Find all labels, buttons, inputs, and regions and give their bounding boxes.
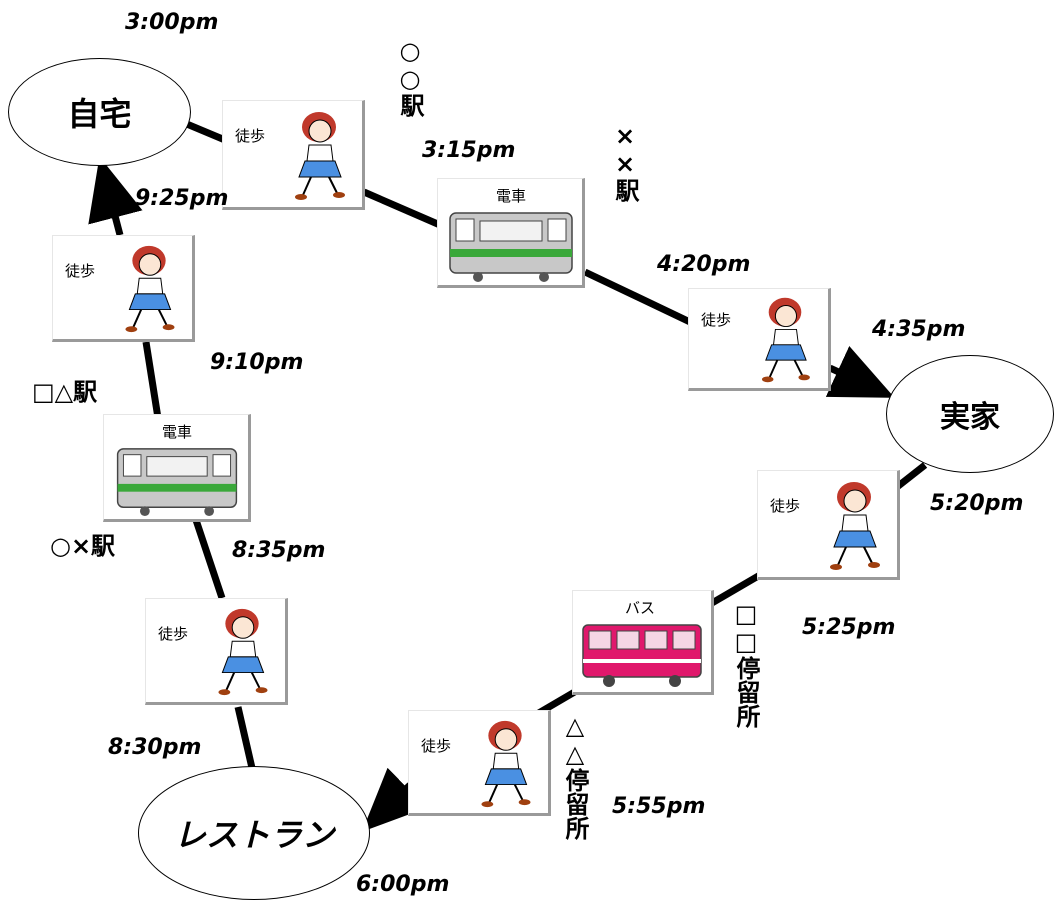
time-9-25pm: 9:25pm [135, 186, 229, 211]
walk-tile-label: 徒歩 [770, 497, 801, 515]
bus-tile-label: バス [625, 599, 656, 617]
walk-tile-label: 徒歩 [701, 311, 732, 329]
station-maru-maru: ○○駅 [396, 37, 424, 117]
time-9-10pm: 9:10pm [210, 350, 304, 375]
train-tile-label: 電車 [496, 187, 527, 205]
time-4-35pm: 4:35pm [872, 317, 966, 342]
time-8-35pm: 8:35pm [232, 538, 326, 563]
walk-tile-label: 徒歩 [158, 625, 189, 643]
place-restaurant: レストラン [138, 766, 370, 900]
walk-tile-2: 徒歩 [688, 288, 831, 391]
line-walk2-parents [825, 346, 895, 398]
walk-tile-3: 徒歩 [757, 470, 900, 580]
line-home-walk1 [180, 118, 227, 144]
line-walk4-restaurant [361, 767, 427, 832]
time-5-55pm: 5:55pm [612, 794, 706, 819]
line-walk3-bus [710, 571, 762, 607]
bus-tile: バス [572, 590, 714, 695]
station-shikaku-sankaku: □△駅 [32, 378, 98, 406]
walking-girl-icon [218, 608, 268, 696]
walking-girl-icon [830, 482, 880, 570]
place-parents-home-label: 実家 [940, 400, 1000, 435]
bus-icon [582, 624, 702, 687]
line-train1-walk2 [583, 268, 692, 326]
time-6-00pm: 6:00pm [356, 872, 450, 897]
time-3-00pm: 3:00pm [125, 10, 219, 35]
walking-girl-icon [761, 297, 810, 383]
train-tile-2: 電車 [103, 414, 251, 522]
train-tile-1: 電車 [437, 178, 585, 288]
train-tile-label: 電車 [162, 423, 193, 441]
station-batsu-batsu: ××駅 [611, 122, 639, 202]
train-icon [449, 212, 573, 282]
station-sankaku-sankaku-teiryujo: △△停留所 [561, 712, 589, 840]
line-restaurant-walk5 [234, 706, 256, 769]
walk-tile-label: 徒歩 [65, 262, 96, 280]
walk-tile-1: 徒歩 [222, 100, 365, 210]
walk-tile-6: 徒歩 [52, 235, 195, 342]
line-train2-walk6 [142, 341, 162, 419]
time-5-20pm: 5:20pm [930, 491, 1024, 516]
line-walk6-home [88, 156, 143, 236]
place-restaurant-label: レストラン [173, 816, 334, 854]
time-4-20pm: 4:20pm [657, 252, 751, 277]
walk-tile-5: 徒歩 [145, 598, 288, 705]
walking-girl-icon [481, 720, 531, 808]
walk-tile-label: 徒歩 [235, 127, 266, 145]
line-parents-walk3 [894, 462, 928, 490]
line-walk1-train1 [362, 188, 442, 229]
place-home-label: 自宅 [67, 95, 132, 133]
walk-tile-label: 徒歩 [421, 737, 452, 755]
station-shikaku-shikaku-teiryujo: □□停留所 [732, 600, 760, 728]
place-home: 自宅 [8, 58, 191, 166]
walk-tile-4: 徒歩 [408, 710, 551, 816]
station-maru-batsu: ○×駅 [50, 532, 116, 560]
walking-girl-icon [295, 112, 345, 200]
time-5-25pm: 5:25pm [802, 615, 896, 640]
train-icon [116, 448, 238, 517]
time-3-15pm: 3:15pm [422, 138, 516, 163]
line-walk5-train2 [191, 515, 226, 600]
walking-girl-icon [125, 245, 175, 333]
time-8-30pm: 8:30pm [108, 735, 202, 760]
place-parents-home: 実家 [886, 355, 1054, 473]
